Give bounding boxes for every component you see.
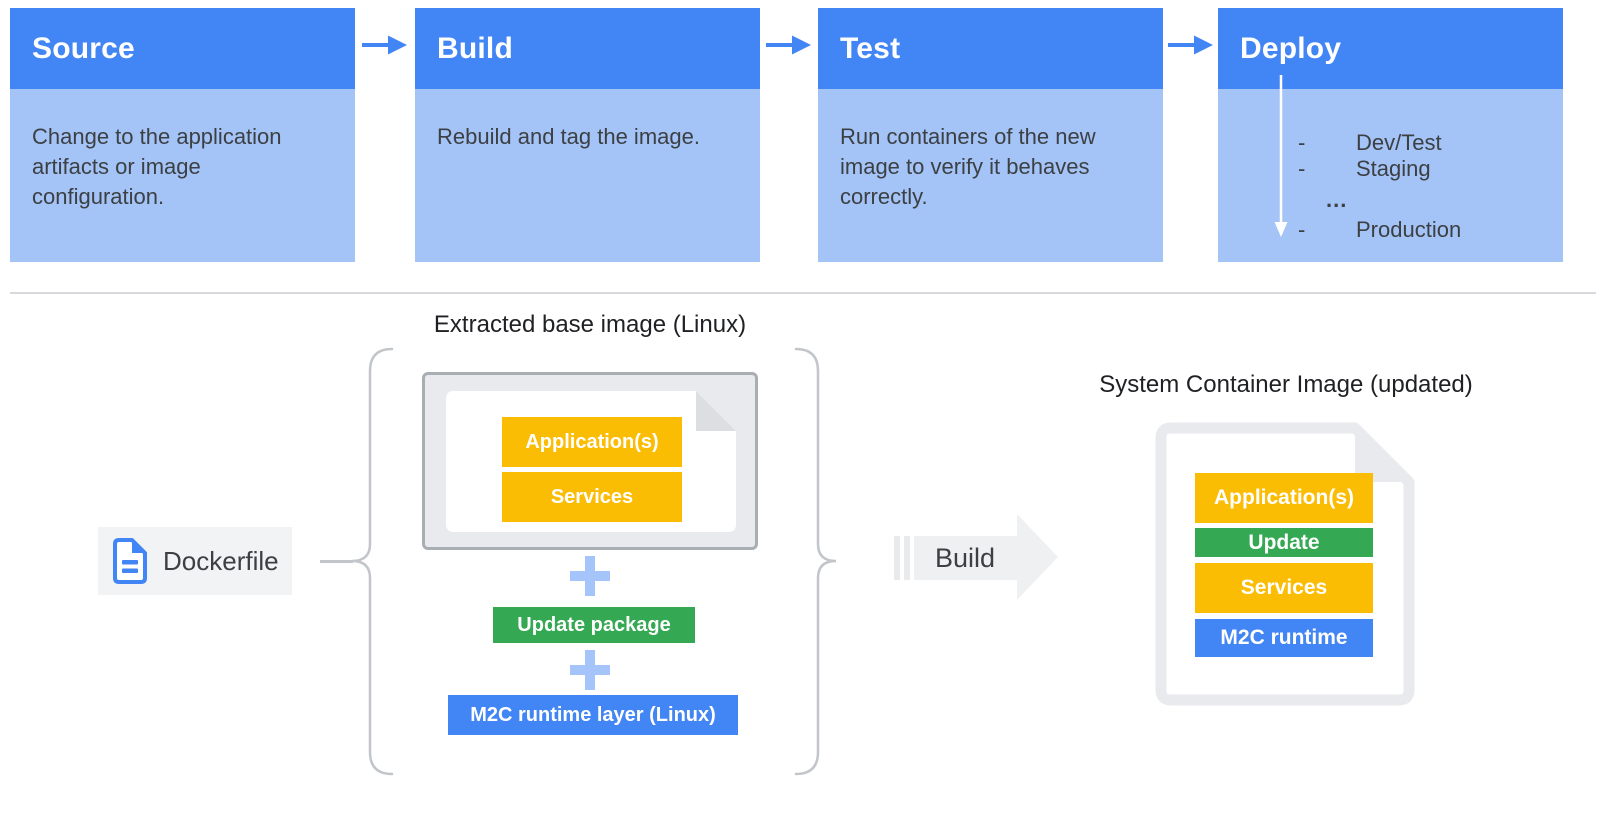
section-divider — [10, 292, 1596, 294]
result-layer-services: Services — [1195, 563, 1373, 613]
arrow-down-icon — [1274, 75, 1288, 237]
arrow-right-icon — [1168, 35, 1213, 55]
deploy-target-item: - Staging — [1218, 154, 1563, 181]
stage-title: Build — [437, 31, 513, 65]
result-layer-update: Update — [1195, 528, 1373, 557]
arrow-right-icon — [766, 35, 811, 55]
left-brace — [351, 347, 394, 776]
deploy-target-item: - Dev/Test — [1218, 128, 1563, 155]
deploy-target-label: Production — [1356, 217, 1462, 242]
layer-label: M2C runtime — [1220, 626, 1348, 649]
stage-title: Source — [32, 31, 135, 65]
stage-title: Deploy — [1240, 31, 1342, 65]
build-arrow-icon — [894, 514, 1058, 600]
document-icon — [113, 538, 147, 584]
pipeline-stage-deploy: Deploy - Dev/Test - Staging ... - Produc… — [1218, 8, 1563, 262]
build-step-label: Build — [934, 542, 996, 573]
pipeline-stage-test: Test Run containers of the new image to … — [818, 8, 1163, 262]
deploy-target-item: - Production — [1218, 215, 1563, 242]
stage-body: Change to the application artifacts or i… — [10, 89, 355, 262]
extracted-base-image-heading: Extracted base image (Linux) — [433, 311, 747, 338]
stage-header: Deploy — [1218, 8, 1563, 89]
plus-icon — [570, 650, 610, 690]
update-package-box: Update package — [493, 607, 695, 643]
stage-description: Rebuild and tag the image. — [437, 124, 700, 149]
update-package-label: Update package — [517, 613, 671, 636]
m2c-runtime-layer-box: M2C runtime layer (Linux) — [448, 695, 738, 735]
stage-header: Test — [818, 8, 1163, 89]
stage-description: Change to the application artifacts or i… — [32, 124, 282, 209]
deploy-target-label: ... — [1326, 187, 1348, 212]
base-layer-services: Services — [502, 472, 682, 522]
pipeline-stage-source: Source Change to the application artifac… — [10, 8, 355, 262]
deploy-target-item: ... — [1218, 185, 1563, 212]
right-brace — [794, 347, 837, 776]
system-container-image-heading: System Container Image (updated) — [1099, 371, 1473, 398]
result-layer-applications: Application(s) — [1195, 473, 1373, 523]
deploy-target-label: Dev/Test — [1356, 130, 1442, 155]
layer-label: Application(s) — [1214, 486, 1354, 509]
deploy-target-label: Staging — [1356, 156, 1431, 181]
arrow-right-icon — [362, 35, 407, 55]
result-layer-m2c-runtime: M2C runtime — [1195, 619, 1373, 657]
list-bullet: - — [1298, 217, 1306, 242]
list-bullet: - — [1298, 156, 1306, 181]
layer-label: Application(s) — [525, 430, 659, 453]
dockerfile-label: Dockerfile — [163, 545, 279, 576]
base-layer-applications: Application(s) — [502, 417, 682, 467]
layer-label: Services — [550, 485, 634, 508]
stage-body: Rebuild and tag the image. — [415, 89, 760, 262]
stage-body: - Dev/Test - Staging ... - Production — [1218, 75, 1563, 262]
stage-title: Test — [840, 31, 901, 65]
stage-header: Source — [10, 8, 355, 89]
plus-icon — [570, 556, 610, 596]
dockerfile-chip: Dockerfile — [98, 527, 292, 595]
runtime-layer-label: M2C runtime layer (Linux) — [470, 703, 716, 726]
layer-label: Update — [1248, 530, 1320, 554]
stage-description: Run containers of the new image to verif… — [840, 124, 1096, 209]
stage-body: Run containers of the new image to verif… — [818, 89, 1163, 262]
pipeline-stage-build: Build Rebuild and tag the image. — [415, 8, 760, 262]
stage-header: Build — [415, 8, 760, 89]
list-bullet: - — [1298, 130, 1306, 155]
layer-label: Services — [1240, 576, 1328, 599]
dockerfile-connector-line — [320, 560, 353, 563]
